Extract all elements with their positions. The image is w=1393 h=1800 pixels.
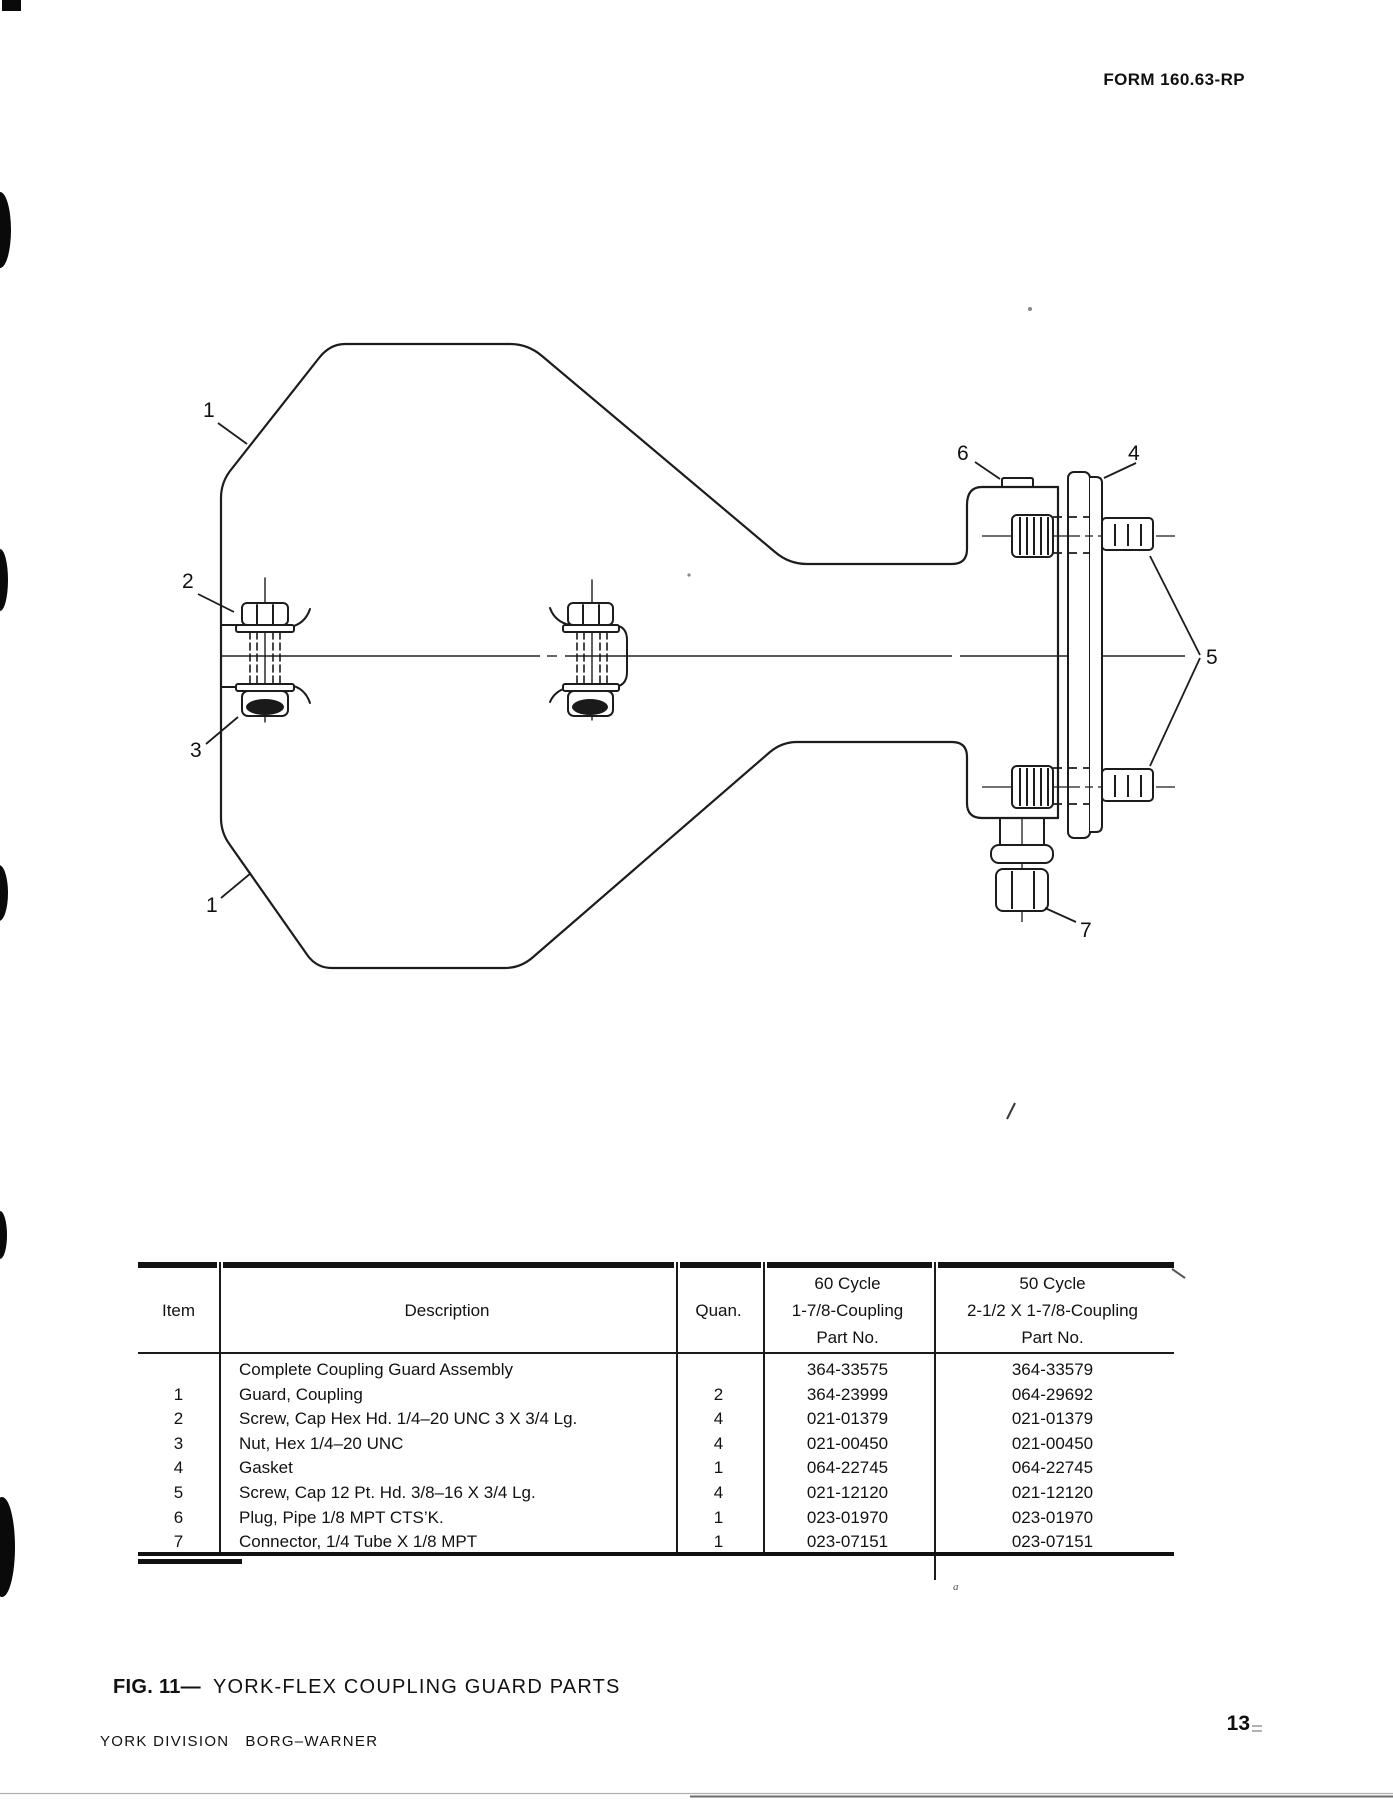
table-row: Complete Coupling Guard Assembly 364-335… [138,1358,1174,1383]
screw-12pt-upper [982,514,1175,558]
cell-quan: 4 [713,1409,724,1429]
footer-company: BORG–WARNER [245,1733,379,1750]
cell-quan: 2 [713,1384,724,1404]
header-description: Description [404,1300,490,1320]
screw-12pt-lower [982,765,1175,809]
parts-table: Item Description Quan. 60 Cycle 1-7/8-Co… [138,1262,1174,1580]
callout-labels: 1 2 3 1 6 4 5 7 [182,399,1218,942]
cell-description: Screw, Cap 12 Pt. Hd. 3/8–16 X 3/4 Lg. [239,1482,536,1502]
cell-part-50: 064-29692 [1011,1384,1094,1404]
callout-6: 6 [957,442,969,465]
callout-4: 4 [1128,442,1140,465]
cell-part-60: 021-01379 [806,1409,889,1429]
callout-5: 5 [1206,646,1218,669]
cell-item [138,1358,219,1383]
callout-leaders [197,422,1201,923]
stray-mark: a [953,1581,959,1593]
cell-item: 6 [173,1507,184,1527]
table-header-rule [138,1352,1174,1354]
cell-part-50: 364-33579 [1011,1360,1094,1379]
cell-quan: 1 [713,1532,724,1552]
cell-part-60: 364-23999 [806,1384,889,1404]
cell-description: Complete Coupling Guard Assembly [239,1360,514,1379]
table-body: Complete Coupling Guard Assembly 364-335… [138,1358,1174,1555]
table-row: 1 Guard, Coupling 2 364-23999 064-29692 [138,1383,1174,1408]
hex-bolt-left [220,577,311,723]
form-number: FORM 160.63-RP [1103,70,1245,89]
table-bottom-rule [138,1552,1174,1556]
table-row: 3 Nut, Hex 1/4–20 UNC 4 021-00450 021-00… [138,1432,1174,1457]
cell-part-60: 021-00450 [806,1433,889,1453]
table-top-rule [138,1262,1174,1268]
figure-caption: FIG. 11— YORK-FLEX COUPLING GUARD PARTS [113,1676,621,1699]
cell-part-50: 023-07151 [1011,1532,1094,1552]
figure-title: YORK-FLEX COUPLING GUARD PARTS [213,1676,621,1698]
cell-part-50: 021-12120 [1011,1482,1094,1502]
cell-part-60: 023-01970 [806,1507,889,1527]
cell-description: Screw, Cap Hex Hd. 1/4–20 UNC 3 X 3/4 Lg… [239,1409,578,1429]
cell-quan: 1 [713,1458,724,1478]
cell-quan [675,1358,762,1383]
cell-description: Nut, Hex 1/4–20 UNC [239,1433,404,1453]
callout-7: 7 [1080,919,1092,942]
header-60-cycle: 60 Cycle 1-7/8-Coupling Part No. [791,1273,904,1347]
header-item: Item [161,1300,196,1320]
cell-part-60: 364-33575 [806,1360,889,1379]
cell-description: Connector, 1/4 Tube X 1/8 MPT [239,1532,478,1552]
header-50-cycle: 50 Cycle 2-1/2 X 1-7/8-Coupling Part No. [966,1273,1139,1347]
cell-description: Plug, Pipe 1/8 MPT CTS’K. [239,1507,444,1527]
cell-item: 2 [173,1409,184,1429]
table-row: 4 Gasket 1 064-22745 064-22745 [138,1456,1174,1481]
guard-outline [219,342,1060,970]
cell-item: 1 [173,1384,184,1404]
hex-bolt-middle [549,579,628,721]
callout-2: 2 [182,570,194,593]
table-row: 6 Plug, Pipe 1/8 MPT CTS’K. 1 023-01970 … [138,1506,1174,1531]
flange-and-gasket [1001,471,1103,839]
cell-part-50: 021-00450 [1011,1433,1094,1453]
table-row: 5 Screw, Cap 12 Pt. Hd. 3/8–16 X 3/4 Lg.… [138,1481,1174,1506]
cell-quan: 4 [713,1433,724,1453]
callout-1-bottom: 1 [206,894,218,917]
figure-number: FIG. 11— [113,1676,201,1698]
pipe-plug [1001,477,1034,487]
cell-part-50: 023-01970 [1011,1507,1094,1527]
cell-description: Guard, Coupling [239,1384,363,1404]
table-header-row: Item Description Quan. 60 Cycle 1-7/8-Co… [138,1268,1174,1352]
cell-part-60: 023-07151 [806,1532,889,1552]
cell-quan: 1 [713,1507,724,1527]
cell-quan: 4 [713,1482,724,1502]
table-row: 2 Screw, Cap Hex Hd. 1/4–20 UNC 3 X 3/4 … [138,1407,1174,1432]
callout-1-top: 1 [203,399,215,422]
cell-part-50: 064-22745 [1011,1458,1094,1478]
page-footer: YORK DIVISION BORG–WARNER [100,1733,378,1750]
cell-item: 5 [173,1482,184,1502]
table-row: 7 Connector, 1/4 Tube X 1/8 MPT 1 023-07… [138,1530,1174,1555]
cell-part-60: 064-22745 [806,1458,889,1478]
connector-assembly [990,818,1054,922]
cell-part-60: 021-12120 [806,1482,889,1502]
header-quan: Quan. [695,1300,742,1320]
cell-item: 3 [173,1433,184,1453]
cell-part-50: 021-01379 [1011,1409,1094,1429]
page-number: 13 [1226,1712,1250,1735]
cell-item: 4 [173,1458,184,1478]
footer-division: YORK DIVISION [100,1733,230,1750]
callout-3: 3 [190,739,202,762]
cell-description: Gasket [239,1458,293,1478]
cell-item: 7 [173,1532,184,1552]
